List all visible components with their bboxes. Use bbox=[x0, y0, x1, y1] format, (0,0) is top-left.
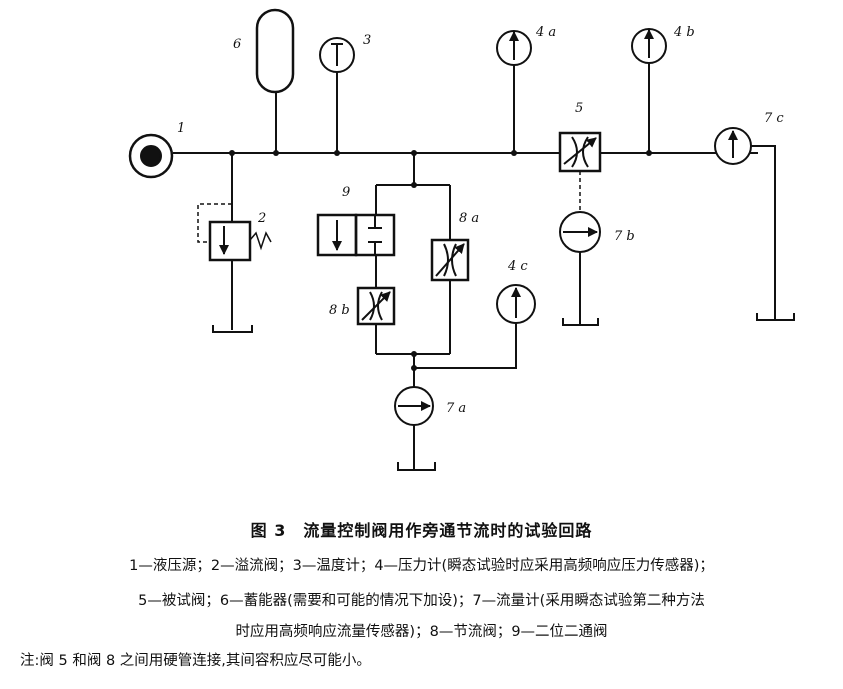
label-9: 9 bbox=[342, 185, 350, 200]
label-6: 6 bbox=[233, 37, 241, 52]
tank-7b bbox=[562, 318, 599, 326]
label-8b: 8 b bbox=[329, 303, 350, 318]
tank-7c bbox=[756, 313, 795, 321]
tank-2 bbox=[212, 325, 253, 333]
throttle-valve-8a-symbol bbox=[430, 238, 470, 282]
label-1: 1 bbox=[177, 121, 185, 136]
two-way-valve-symbol bbox=[316, 213, 396, 257]
label-7c: 7 c bbox=[764, 111, 784, 126]
thermometer-symbol bbox=[319, 37, 355, 73]
label-7a: 7 a bbox=[446, 401, 466, 416]
label-4c: 4 c bbox=[507, 259, 528, 274]
label-8a: 8 a bbox=[459, 211, 479, 226]
test-valve-symbol bbox=[558, 131, 602, 173]
figure-title: 图 3 流量控制阀用作旁通节流时的试验回路 bbox=[250, 521, 593, 540]
accumulator-symbol bbox=[255, 8, 295, 94]
flowmeter-7b-symbol bbox=[559, 211, 601, 253]
label-5: 5 bbox=[575, 101, 583, 116]
pressure-gauge-4c-symbol bbox=[496, 284, 536, 324]
junction-dots bbox=[229, 150, 652, 371]
hydraulic-circuit-diagram: 1 2 3 4 a 4 b 4 c 5 6 7 a 7 b 7 c 8 a 8 … bbox=[128, 8, 795, 471]
label-3: 3 bbox=[363, 33, 371, 48]
legend-line-3: 时应用高频响应流量传感器)；8—节流阀；9—二位二通阀 bbox=[235, 624, 608, 640]
relief-valve-symbol bbox=[208, 220, 272, 262]
legend-line-2: 5—被试阀；6—蓄能器(需要和可能的情况下加设)；7—流量计(采用瞬态试验第二种… bbox=[138, 593, 705, 609]
figure-note: 注:阀 5 和阀 8 之间用硬管连接,其间容积应尽可能小。 bbox=[20, 653, 371, 669]
label-2: 2 bbox=[257, 211, 266, 226]
legend-line-1: 1—液压源；2—溢流阀；3—温度计；4—压力计(瞬态试验时应采用高频响应压力传感… bbox=[129, 558, 714, 574]
throttle-valve-8b-symbol bbox=[356, 286, 396, 326]
label-4b: 4 b bbox=[673, 25, 695, 40]
flowmeter-7c-symbol bbox=[714, 127, 752, 165]
tank-7a bbox=[397, 462, 436, 471]
pressure-gauge-4a-symbol bbox=[496, 30, 532, 66]
hydraulic-source-symbol bbox=[128, 133, 174, 179]
label-4a: 4 a bbox=[535, 25, 556, 40]
pressure-gauge-4b-symbol bbox=[631, 28, 667, 64]
flowmeter-7a-symbol bbox=[394, 386, 434, 426]
label-7b: 7 b bbox=[614, 229, 635, 244]
